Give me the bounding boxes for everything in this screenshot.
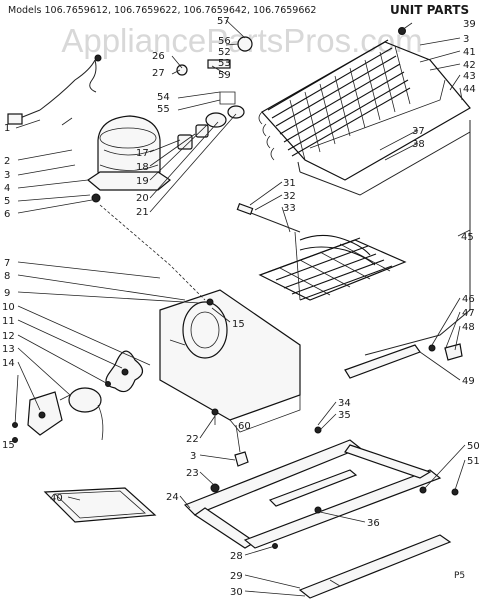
compressor <box>7 54 172 203</box>
callout-32: 32 <box>283 191 296 202</box>
fan-shroud <box>159 289 301 433</box>
callout-26: 26 <box>152 51 165 62</box>
callout-59: 59 <box>218 70 231 81</box>
callout-52: 52 <box>218 47 231 58</box>
callout-47: 47 <box>462 308 475 319</box>
callout-11: 11 <box>2 316 15 327</box>
leader-lines <box>14 19 471 597</box>
callout-42: 42 <box>463 60 476 71</box>
callout-23: 23 <box>186 468 199 479</box>
callout-13: 13 <box>2 344 15 355</box>
callout-20: 20 <box>136 193 149 204</box>
callout-48: 48 <box>462 322 475 333</box>
models-header: Models 106.7659612, 106.7659622, 106.765… <box>8 5 316 16</box>
callout-45: 45 <box>461 232 474 243</box>
callout-56: 56 <box>218 36 231 47</box>
callout-7: 7 <box>4 258 10 269</box>
callout-38: 38 <box>412 139 425 150</box>
callout-29: 29 <box>230 571 243 582</box>
callout-49: 49 <box>462 376 475 387</box>
callout-24: 24 <box>166 492 179 503</box>
callout-3-bottom: 3 <box>190 451 196 462</box>
callout-55: 55 <box>157 104 170 115</box>
callout-41: 41 <box>463 47 476 58</box>
callout-22: 22 <box>186 434 199 445</box>
callout-3-top: 3 <box>463 34 469 45</box>
callout-1: 1 <box>4 123 10 134</box>
callout-21: 21 <box>136 207 149 218</box>
callout-15-center: 15 <box>232 319 245 330</box>
evaporator-coil <box>236 203 407 301</box>
callout-50: 50 <box>467 441 480 452</box>
callout-43: 43 <box>463 71 476 82</box>
callout-57: 57 <box>217 16 230 27</box>
callout-4: 4 <box>4 183 10 194</box>
callout-6: 6 <box>4 209 10 220</box>
callout-51: 51 <box>467 456 480 467</box>
condenser-coil <box>258 27 471 356</box>
callout-8: 8 <box>4 271 10 282</box>
callout-36: 36 <box>367 518 380 529</box>
callout-10: 10 <box>2 302 15 313</box>
callout-39: 39 <box>463 19 476 30</box>
page-code: P5 <box>454 571 465 581</box>
callout-labels: 57 56 26 52 27 53 59 54 55 1 2 3 4 5 6 1… <box>2 16 480 598</box>
callout-17: 17 <box>136 148 149 159</box>
callout-28: 28 <box>230 551 243 562</box>
callout-46: 46 <box>462 294 475 305</box>
unit-parts-title: UNIT PARTS <box>390 3 469 17</box>
callout-30: 30 <box>230 587 243 598</box>
condenser-fan-motor <box>12 350 144 443</box>
callout-34: 34 <box>338 398 351 409</box>
callout-27: 27 <box>152 68 165 79</box>
callout-5: 5 <box>4 196 10 207</box>
base-frame <box>183 343 463 599</box>
callout-2: 2 <box>4 156 10 167</box>
callout-14: 14 <box>2 358 15 369</box>
callout-12: 12 <box>2 331 15 342</box>
callout-35: 35 <box>338 410 351 421</box>
callout-33: 33 <box>283 203 296 214</box>
callout-18: 18 <box>136 162 149 173</box>
callout-15-left: 15 <box>2 440 15 451</box>
callout-44: 44 <box>463 84 476 95</box>
callout-9: 9 <box>4 288 10 299</box>
callout-54: 54 <box>157 92 170 103</box>
callout-37: 37 <box>412 126 425 137</box>
relay-overload-parts <box>176 36 253 150</box>
callout-31: 31 <box>283 178 296 189</box>
callout-53: 53 <box>218 58 231 69</box>
callout-3: 3 <box>4 170 10 181</box>
callout-40: 40 <box>50 493 63 504</box>
drain-pan <box>43 487 157 523</box>
callout-19: 19 <box>136 176 149 187</box>
callout-60: 60 <box>238 421 251 432</box>
